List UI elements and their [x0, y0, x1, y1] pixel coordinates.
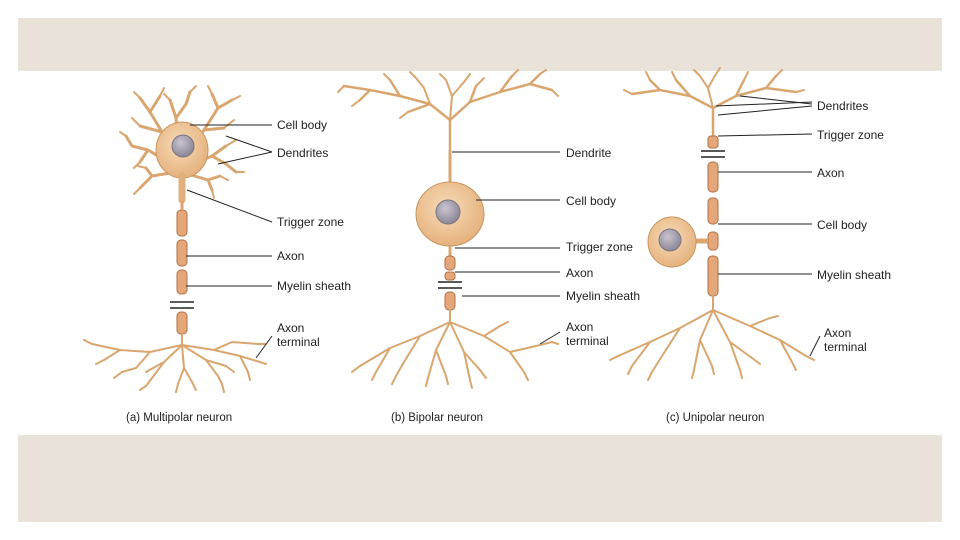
- multipolar-axon-terminals: [83, 333, 267, 393]
- label-axon-terminal-line2: terminal: [566, 334, 609, 348]
- unipolar-leader-lines: [715, 95, 821, 357]
- bipolar-dendrite-branches: [337, 69, 559, 152]
- label-dendrites: Dendrites: [277, 146, 328, 160]
- multipolar-nucleus: [171, 134, 195, 158]
- label-axon-terminal-line2: terminal: [277, 335, 320, 349]
- bipolar-myelin-sheath: [444, 255, 456, 311]
- label-axon-terminal-line1: Axon: [824, 326, 851, 340]
- label-dendrites: Dendrites: [817, 99, 868, 113]
- label-trigger-zone: Trigger zone: [277, 215, 344, 229]
- bipolar-labels: Dendrite Cell body Trigger zone Axon Mye…: [566, 146, 640, 348]
- multipolar-neuron: Cell body Dendrites Trigger zone Axon My…: [83, 85, 351, 424]
- label-axon-terminal-line2: terminal: [824, 340, 867, 354]
- label-axon-terminal-line1: Axon: [277, 321, 304, 335]
- label-trigger-zone: Trigger zone: [817, 128, 884, 142]
- unipolar-axon-break: [701, 150, 725, 158]
- unipolar-labels: Dendrites Trigger zone Axon Cell body My…: [817, 99, 891, 354]
- label-cell-body: Cell body: [817, 218, 867, 232]
- label-myelin-sheath: Myelin sheath: [566, 289, 640, 303]
- bipolar-nucleus: [435, 199, 461, 225]
- caption-unipolar: (c) Unipolar neuron: [666, 412, 764, 424]
- unipolar-myelin-sheath: [707, 135, 719, 297]
- label-axon: Axon: [277, 249, 304, 263]
- bipolar-axon-break: [438, 281, 462, 289]
- label-cell-body: Cell body: [277, 118, 327, 132]
- label-myelin-sheath: Myelin sheath: [817, 268, 891, 282]
- label-axon: Axon: [817, 166, 844, 180]
- label-myelin-sheath: Myelin sheath: [277, 279, 351, 293]
- caption-multipolar: (a) Multipolar neuron: [126, 412, 232, 424]
- label-dendrite: Dendrite: [566, 146, 612, 160]
- multipolar-leader-lines: [186, 124, 273, 359]
- unipolar-nucleus: [658, 228, 682, 252]
- multipolar-myelin-sheath: [176, 209, 188, 335]
- bipolar-neuron: Dendrite Cell body Trigger zone Axon Mye…: [337, 69, 640, 424]
- multipolar-labels: Cell body Dendrites Trigger zone Axon My…: [277, 118, 351, 349]
- label-axon-terminal-line1: Axon: [566, 320, 593, 334]
- multipolar-dendrites: [119, 85, 245, 199]
- caption-bipolar: (b) Bipolar neuron: [391, 412, 483, 424]
- multipolar-axon-break: [170, 301, 194, 309]
- label-axon: Axon: [566, 266, 593, 280]
- label-cell-body: Cell body: [566, 194, 616, 208]
- unipolar-dendrites: [623, 67, 805, 138]
- bipolar-axon-terminals: [351, 309, 559, 389]
- unipolar-neuron: Dendrites Trigger zone Axon Cell body My…: [609, 67, 891, 424]
- label-trigger-zone: Trigger zone: [566, 240, 633, 254]
- unipolar-axon-terminals: [609, 295, 815, 381]
- bipolar-leader-lines: [452, 151, 561, 345]
